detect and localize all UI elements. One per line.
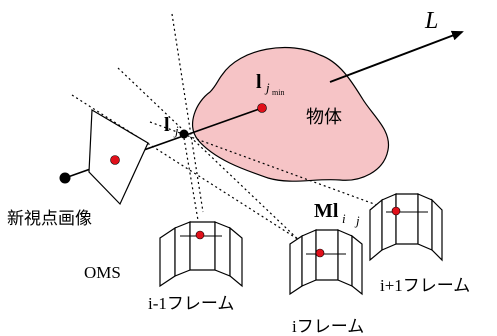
oms-frame-curr xyxy=(289,229,363,296)
dotted-ray-4 xyxy=(149,121,397,213)
new-view-center-point xyxy=(59,172,71,184)
lj-label: l xyxy=(164,114,170,136)
point-ljmin xyxy=(257,103,267,113)
object-blob xyxy=(192,46,390,182)
oms-label: OMS xyxy=(84,263,121,282)
frame-next-label: i+1フレーム xyxy=(380,276,470,295)
oms-frame-next-point xyxy=(391,206,401,216)
ljmin-subsubscript: min xyxy=(272,88,284,97)
ljmin-label: l xyxy=(256,71,262,93)
oms-frame-curr-point xyxy=(315,248,325,258)
oms-frame-prev xyxy=(159,221,243,288)
frame-prev-label: i-1フレーム xyxy=(148,294,234,313)
dotted-ray-5 xyxy=(183,137,201,233)
axis-l-label: L xyxy=(424,8,438,34)
object-label: 物体 xyxy=(306,107,342,127)
ljmin-subscript: j xyxy=(264,80,270,95)
point-lj xyxy=(179,129,189,139)
ml-pre-subscript: i xyxy=(342,211,346,226)
dotted-ray-3 xyxy=(71,94,319,253)
ml-subscript: j xyxy=(354,213,360,228)
image-plane-point xyxy=(110,155,120,165)
ml-label: Ml xyxy=(314,200,339,222)
new-view-label: 新視点画像 xyxy=(7,209,92,228)
axis-l-line xyxy=(329,30,464,83)
frame-curr-label: iフレーム xyxy=(292,317,364,336)
lj-subscript: j xyxy=(173,123,179,138)
dotted-ray-1 xyxy=(171,13,204,213)
oms-frame-next xyxy=(369,193,443,262)
oms-frame-prev-point xyxy=(195,230,205,240)
